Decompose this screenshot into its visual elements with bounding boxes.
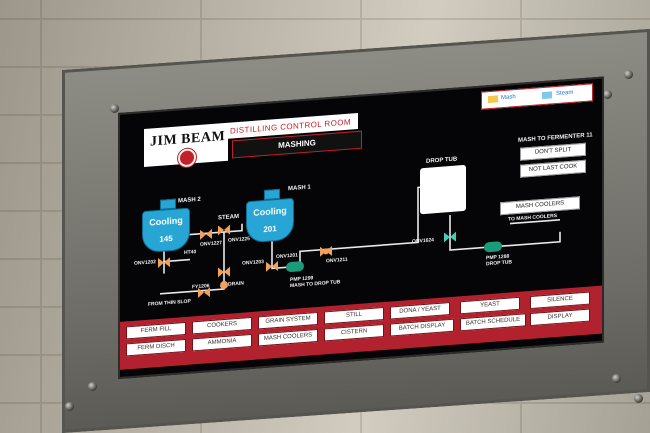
bolt-icon bbox=[634, 394, 643, 403]
nav-cistern[interactable]: CISTERN bbox=[324, 323, 384, 342]
nav-dona-yeast[interactable]: DONA / YEAST bbox=[390, 302, 450, 320]
nav-ferm-disch[interactable]: FERM DISCH bbox=[126, 338, 186, 357]
mash2-tank[interactable]: Cooling 145 bbox=[142, 207, 190, 254]
nav-mash-coolers[interactable]: MASH COOLERS bbox=[258, 328, 318, 347]
bolt-icon bbox=[88, 382, 97, 391]
mash2-status: Cooling bbox=[149, 215, 183, 228]
nav-batch-display[interactable]: BATCH DISPLAY bbox=[390, 318, 454, 337]
bolt-icon bbox=[624, 70, 633, 79]
nav-display[interactable]: DISPLAY bbox=[530, 308, 590, 327]
nav-cookers[interactable]: COOKERS bbox=[192, 316, 252, 335]
nav-yeast[interactable]: YEAST bbox=[460, 296, 520, 315]
mash2-value: 145 bbox=[159, 233, 173, 244]
bolt-icon bbox=[603, 90, 612, 99]
nav-ammonia[interactable]: AMMONIA bbox=[192, 333, 252, 352]
nav-ferm-fill[interactable]: FERM FILL bbox=[126, 321, 186, 340]
mash1-value: 201 bbox=[263, 224, 277, 235]
bolt-icon bbox=[110, 104, 119, 113]
nav-grain-system[interactable]: GRAIN SYSTEM bbox=[258, 311, 318, 330]
pump-1299-icon[interactable] bbox=[286, 261, 304, 273]
hmi-screen: JIM BEAM DISTILLING CONTROL ROOM MASHING… bbox=[118, 76, 604, 380]
ht40-label: HT40 bbox=[184, 249, 197, 257]
nav-silence[interactable]: SILENCE bbox=[530, 291, 590, 310]
bolt-icon bbox=[612, 374, 621, 383]
bolt-icon bbox=[65, 402, 74, 411]
nav-batch-schedule[interactable]: BATCH SCHEDULE bbox=[460, 313, 526, 332]
mash1-tank[interactable]: Cooling 201 bbox=[246, 197, 294, 244]
mash1-status: Cooling bbox=[253, 205, 287, 218]
pump-1288-icon[interactable] bbox=[484, 241, 502, 253]
nav-still[interactable]: STILL bbox=[324, 306, 384, 325]
drop-tub-vessel[interactable] bbox=[420, 164, 466, 215]
drain-label: DRAIN bbox=[228, 280, 244, 288]
